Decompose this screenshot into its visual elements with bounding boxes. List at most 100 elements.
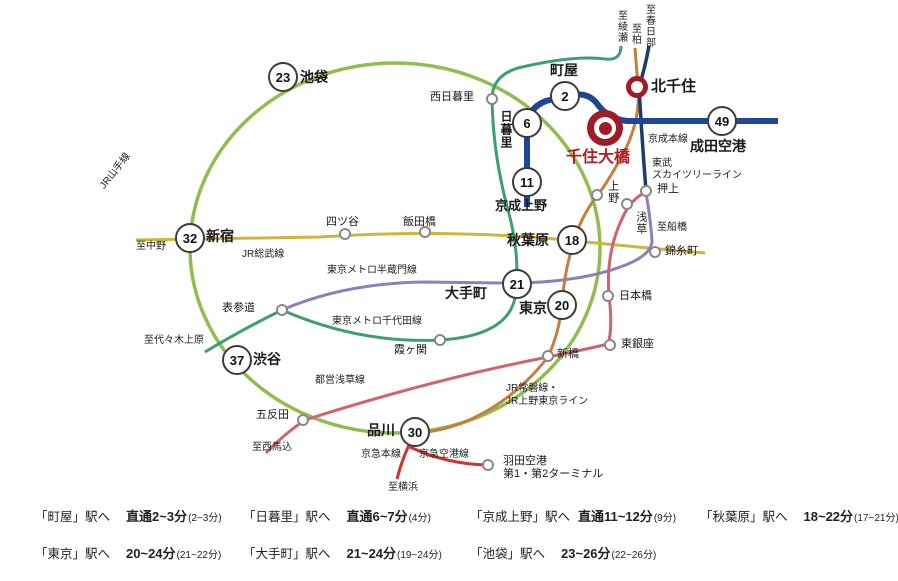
station-label-shibuya: 渋谷 (253, 351, 281, 367)
minutes-badge-keisei-ueno: 11 (512, 167, 542, 197)
station-label-shinagawa: 品川 (367, 422, 395, 438)
station-dot-kinshicho (649, 246, 661, 258)
time-destination: 「東京」駅へ (35, 547, 111, 561)
direction-label-ayase: 至綾瀬 (615, 10, 627, 43)
station-label-yotsuya: 四ツ谷 (326, 216, 359, 228)
minutes-badge-shibuya: 37 (222, 345, 252, 375)
station-label-nihombashi: 日本橋 (619, 290, 652, 302)
minutes-badge-akihabara: 18 (557, 225, 587, 255)
time-item-tokyo: 「東京」駅へ 20~24分(21~22分) (35, 543, 221, 562)
station-label-senju-ohashi: 千住大橋 (566, 149, 631, 166)
line-label-toei-asakusa: 都営浅草線 (315, 375, 365, 386)
station-dot-oshiage (640, 185, 652, 197)
minutes-badge-ikebukuro: 23 (268, 62, 298, 92)
line-label-keisei: 京成本線 (648, 134, 688, 145)
time-note: (9分) (653, 513, 677, 524)
time-destination: 「秋葉原」駅へ (700, 510, 788, 524)
time-destination: 「町屋」駅へ (35, 510, 111, 524)
hanzomon-line-path (281, 192, 654, 312)
station-dot-shimbashi (542, 350, 554, 362)
toei-asakusa-line-path (264, 190, 647, 455)
minutes-badge-otemachi: 21 (502, 269, 532, 299)
station-label-kinshicho: 錦糸町 (665, 245, 698, 257)
time-value: 21~24分 (346, 546, 397, 561)
station-label-asakusa: 浅草 (634, 211, 647, 235)
line-label-sobu: JR総武線 (242, 249, 285, 260)
minutes-badge-shinagawa: 30 (400, 417, 430, 447)
time-item-machiya: 「町屋」駅へ 直通2~3分(2~3分) (35, 506, 222, 525)
station-dot-higashi-ginza (604, 339, 616, 351)
station-dot-haneda-airport (482, 459, 494, 471)
station-label-haneda-line1: 羽田空港 (503, 455, 547, 467)
time-note: (17~21分) (854, 513, 898, 524)
time-note: (2~3分) (188, 513, 222, 524)
station-dot-gotanda (297, 414, 309, 426)
chiyoda-line-path (204, 45, 623, 354)
time-item-keisei-ueno: 「京成上野」駅へ直通11~12分(9分) (470, 506, 676, 525)
station-label-keisei-ueno: 京成上野 (495, 198, 548, 213)
senju-ohashi-marker-center (598, 121, 612, 135)
time-destination: 「大手町」駅へ (243, 547, 331, 561)
time-value: 直通2~3分 (126, 509, 188, 524)
station-label-akihabara: 秋葉原 (507, 232, 549, 248)
line-label-chiyoda: 東京メトロ千代田線 (332, 316, 422, 327)
route-lines-svg (135, 45, 778, 480)
station-label-narita-airport: 成田空港 (690, 138, 746, 154)
time-destination: 「京成上野」駅へ (470, 510, 571, 524)
time-value: 18~22分 (803, 509, 854, 524)
keikyu-airport-line-path (409, 445, 488, 467)
station-dot-ueno (591, 189, 603, 201)
station-label-machiya: 町屋 (550, 62, 578, 78)
station-dot-nishi-nippori (486, 93, 498, 105)
station-label-oshiage: 押上 (657, 183, 679, 195)
direction-label-yoyogi-uehara: 至代々木上原 (144, 335, 204, 346)
joban-line-path (414, 47, 640, 435)
time-note: (19~24分) (397, 550, 442, 561)
line-label-tobu-line1: 東武 (652, 158, 672, 169)
station-label-nippori: 日暮里 (499, 110, 513, 149)
station-label-kasumigaseki: 霞ヶ関 (394, 344, 427, 356)
kita-senju-marker (626, 76, 648, 98)
line-label-joban-line1: JR常磐線・ (506, 383, 559, 394)
station-label-otemachi: 大手町 (445, 285, 487, 301)
time-value: 直通6~7分 (346, 509, 408, 524)
line-label-tobu-line2: スカイツリーライン (652, 170, 742, 181)
direction-label-kashiwa: 至柏 (629, 23, 641, 45)
station-label-shimbashi: 新橋 (557, 348, 579, 360)
time-note: (21~22分) (176, 550, 222, 561)
station-dot-iidabashi (419, 226, 431, 238)
line-label-hanzomon: 東京メトロ半蔵門線 (327, 265, 417, 276)
time-value: 23~26分 (561, 546, 611, 561)
direction-label-kasukabe: 至春日部 (643, 4, 655, 48)
direction-label-nakano: 至中野 (136, 241, 166, 252)
direction-label-funabashi: 至船橋 (657, 222, 687, 233)
time-item-otemachi: 「大手町」駅へ 21~24分(19~24分) (243, 543, 442, 562)
station-dot-yotsuya (339, 228, 351, 240)
minutes-badge-shinjuku: 32 (175, 223, 205, 253)
time-value: 20~24分 (126, 546, 176, 561)
time-destination: 「日暮里」駅へ (243, 510, 331, 524)
minutes-badge-narita: 49 (707, 106, 737, 136)
station-label-higashi-ginza: 東銀座 (621, 338, 654, 350)
line-label-keikyu: 京急本線 (361, 449, 401, 460)
station-dot-omotesando (276, 304, 288, 316)
minutes-badge-tokyo: 20 (547, 290, 577, 320)
station-label-ikebukuro: 池袋 (300, 69, 328, 85)
line-label-keikyu-airport: 京急空港線 (419, 449, 469, 460)
station-label-haneda-line2: 第1・第2ターミナル (503, 468, 604, 480)
station-dot-asakusa (621, 198, 633, 210)
minutes-badge-machiya: 2 (550, 81, 580, 111)
senju-ohashi-marker-ring (594, 117, 616, 139)
station-label-iidabashi: 飯田橋 (403, 216, 436, 228)
station-label-ueno: 上野 (606, 180, 619, 204)
time-destination: 「池袋」駅へ (470, 547, 546, 561)
station-label-nishi-nippori: 西日暮里 (430, 91, 474, 103)
line-label-joban-line2: JR上野東京ライン (506, 396, 589, 407)
station-dot-kasumigaseki (434, 334, 446, 346)
time-item-akihabara: 「秋葉原」駅へ 18~22分(17~21分) (700, 506, 898, 525)
station-dot-nihombashi (602, 290, 614, 302)
senju-ohashi-marker (587, 110, 623, 146)
station-label-tokyo: 東京 (519, 300, 547, 316)
